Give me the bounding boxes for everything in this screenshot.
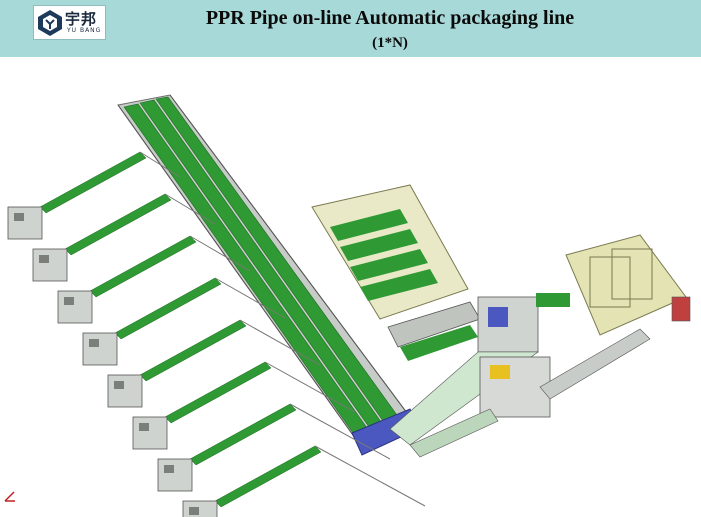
extruder-line (157, 403, 391, 492)
main-conveyor (117, 94, 419, 456)
page-title: PPR Pipe on-line Automatic packaging lin… (205, 7, 575, 29)
logo-chinese-text: 宇邦 (65, 10, 98, 28)
title-banner: 宇邦 YU BANG PPR Pipe on-line Automatic pa… (0, 0, 701, 57)
extruder-line (82, 277, 286, 366)
extruder-lines (7, 151, 426, 517)
extruder-line (32, 193, 216, 282)
page-subtitle: (1*N) (372, 35, 408, 51)
collecting-cage (311, 184, 481, 361)
logo-mark-icon (38, 10, 62, 36)
extruder-line (7, 151, 181, 240)
stacking-frame (539, 234, 691, 400)
extruder-line (132, 361, 356, 450)
packaging-line-diagram (7, 94, 691, 517)
extruder-line (107, 319, 321, 408)
company-logo: 宇邦 YU BANG (33, 5, 106, 40)
logo-english-text: YU BANG (67, 27, 102, 34)
axis-triad-icon (4, 491, 15, 502)
extruder-line (57, 235, 251, 324)
extruder-line (182, 445, 426, 517)
bagging-machine (389, 293, 570, 446)
